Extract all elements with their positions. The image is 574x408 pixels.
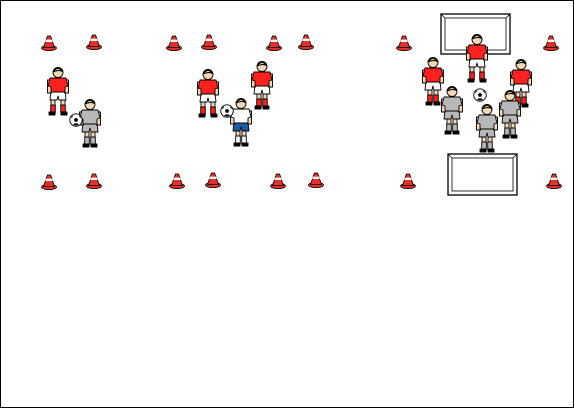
player-icon <box>476 104 498 153</box>
player-icon <box>441 86 463 135</box>
player-icon <box>197 69 219 118</box>
soccer-ball-icon <box>473 88 487 102</box>
player-icon <box>47 67 69 116</box>
player-icon <box>251 61 273 110</box>
player-icon <box>499 90 521 139</box>
soccer-ball-icon <box>220 104 234 118</box>
soccer-ball-icon <box>69 113 83 127</box>
player-icon <box>422 57 444 106</box>
player-icon <box>466 34 488 83</box>
goal-icon <box>447 153 518 196</box>
players-group <box>47 34 532 153</box>
